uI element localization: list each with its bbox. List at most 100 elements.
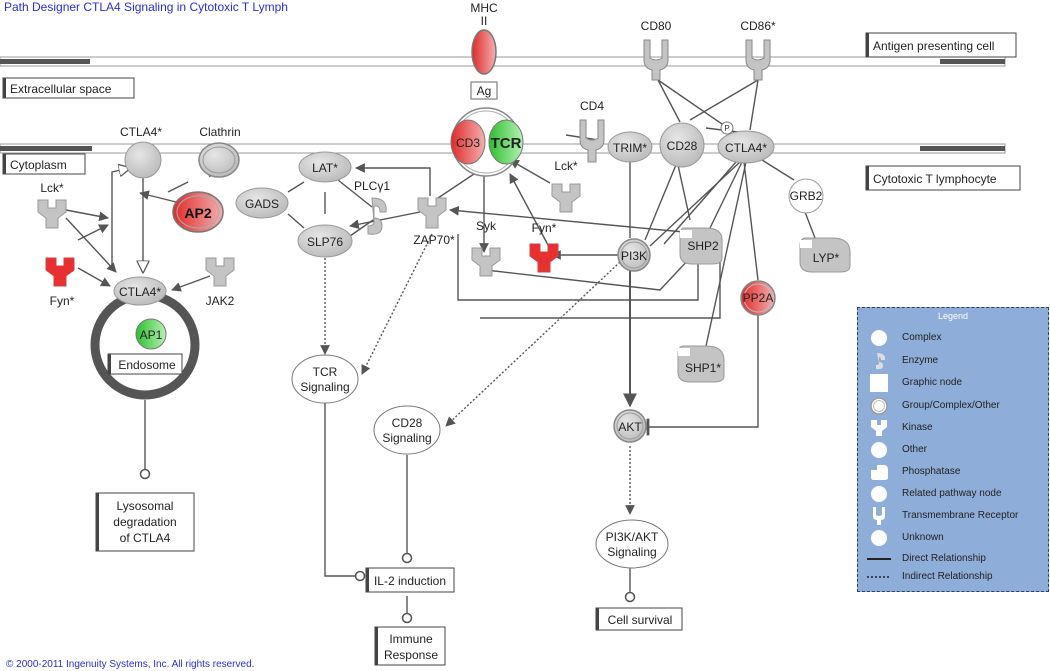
lat-node[interactable]: LAT*	[298, 151, 352, 183]
immune-response-box[interactable]: Immune Response	[374, 626, 446, 666]
edge-lck-ctla4top	[65, 209, 109, 222]
fyn-left-label: Fyn*	[50, 294, 75, 308]
cd28-node[interactable]: CD28	[659, 122, 705, 168]
lyp-phosphatase-icon[interactable]: LYP*	[799, 237, 851, 273]
legend-item: Transmembrane Receptor	[866, 506, 1046, 526]
cd3-tcr-complex[interactable]: CD3 TCR	[450, 107, 524, 177]
lck-left-kinase-icon[interactable]: Lck*	[37, 181, 67, 229]
zap70-kinase-icon[interactable]: ZAP70*	[413, 197, 455, 247]
shp2-phosphatase-icon[interactable]: SHP2	[679, 227, 723, 265]
edge-slp76-plcg1	[349, 217, 377, 237]
trim-node[interactable]: TRIM*	[607, 131, 653, 163]
legend-item-label: Transmembrane Receptor	[902, 510, 1019, 521]
cd28-signaling-node[interactable]: CD28 Signaling	[373, 405, 441, 455]
legend-item-label: Graphic node	[902, 377, 963, 388]
ap1-node[interactable]: AP1	[135, 318, 167, 350]
edge-cd80-cd28	[657, 79, 681, 123]
cd80-label: CD80	[641, 19, 672, 33]
cell-survival-label: Cell survival	[608, 613, 673, 627]
shp2-label: SHP2	[687, 239, 719, 253]
lyp-label: LYP*	[813, 251, 840, 265]
ag-node[interactable]: Ag	[470, 81, 498, 100]
mhc-ii-node[interactable]: MHC II	[470, 1, 498, 75]
edge-shp2-zap70	[449, 205, 685, 233]
edge-cd3-zap70	[437, 173, 475, 199]
cd4-label: CD4	[580, 99, 604, 113]
lck-left-label: Lck*	[40, 181, 64, 195]
gads-node[interactable]: GADS	[235, 187, 289, 219]
immune-label-2: Response	[384, 648, 438, 662]
fyn-mid-label: Fyn*	[532, 221, 557, 235]
lat-label: LAT*	[312, 161, 338, 175]
edge-cd28-pi3k	[644, 159, 679, 241]
edge-cd86-ctla4	[749, 79, 759, 131]
il2-induction-box[interactable]: IL-2 induction	[365, 567, 455, 593]
ctla4-membrane-node[interactable]: CTLA4*	[120, 125, 162, 179]
pi3k-node[interactable]: PI3K	[617, 238, 651, 272]
jak2-kinase-icon[interactable]: JAK2	[205, 257, 235, 308]
legend-title: Legend	[937, 311, 969, 321]
fyn-left-kinase-icon[interactable]: Fyn*	[45, 257, 75, 308]
kinase-icon	[866, 418, 892, 438]
dotted-line-icon	[866, 567, 892, 587]
p-badge: P	[724, 124, 729, 133]
cd28-sig-label-1: CD28	[392, 416, 423, 430]
pi3k-akt-signaling-node[interactable]: PI3K/AKT Signaling	[595, 519, 669, 569]
tcr-label: TCR	[491, 135, 522, 152]
ctl-label: Cytotoxic T lymphocyte	[873, 172, 997, 186]
circle-icon	[866, 440, 892, 460]
ctla4-right-node[interactable]: CTLA4* P	[717, 121, 775, 164]
slp76-label: SLP76	[307, 235, 343, 249]
legend-item-label: Phosphatase	[902, 466, 961, 477]
lysosomal-degradation-box[interactable]: Lysosomal degradation of CTLA4	[95, 492, 195, 552]
tcr-signaling-node[interactable]: TCR Signaling	[291, 354, 359, 404]
cell-survival-box[interactable]: Cell survival	[595, 607, 683, 631]
cd80-receptor-icon[interactable]: CD80	[641, 19, 672, 81]
legend-item: Complex	[866, 328, 1046, 348]
lck-mid-kinase-icon[interactable]: Lck*	[551, 159, 581, 213]
cd4-receptor-icon[interactable]: CD4	[579, 99, 605, 163]
syk-kinase-icon[interactable]: Syk	[471, 219, 501, 277]
fyn-mid-kinase-icon[interactable]: Fyn*	[529, 221, 559, 273]
copyright-text: © 2000-2011 Ingenuity Systems, Inc. All …	[6, 659, 255, 670]
solid-line-icon	[866, 549, 892, 569]
edge-ctla4-pp2a	[743, 161, 759, 281]
ctla4-right-label: CTLA4*	[725, 141, 767, 155]
legend-item: Phosphatase	[866, 462, 1046, 482]
ctl-label-box: Cytotoxic T lymphocyte	[865, 165, 1021, 191]
trim-label: TRIM*	[613, 141, 647, 155]
phosphatase-icon	[866, 462, 892, 482]
grb2-node[interactable]: GRB2	[788, 178, 824, 214]
lysosomal-label-2: degradation	[113, 515, 176, 529]
edge-ctla4-pi3k-2	[663, 161, 737, 245]
edge-zap70-slp76	[349, 211, 421, 230]
cd28-sig-label-2: Signaling	[382, 431, 431, 445]
edges	[65, 79, 816, 624]
page-title: Path Designer CTLA4 Signaling in Cytotox…	[4, 0, 288, 14]
pp2a-node[interactable]: PP2A	[740, 280, 776, 316]
legend-item: Group/Complex/Other	[866, 396, 1046, 416]
akt-label: AKT	[618, 420, 642, 434]
cd86-receptor-icon[interactable]: CD86*	[740, 19, 776, 81]
edge-pi3k-cd28sig	[445, 261, 621, 427]
square-icon	[866, 373, 892, 393]
akt-node[interactable]: AKT	[613, 409, 647, 443]
cd3-node	[450, 119, 486, 165]
edge-shp2-loop	[480, 262, 721, 319]
shp1-phosphatase-icon[interactable]: SHP1*	[677, 345, 725, 383]
slp76-node[interactable]: SLP76	[297, 224, 353, 258]
jak2-label: JAK2	[206, 294, 235, 308]
tcr-node	[488, 119, 524, 165]
clathrin-node[interactable]: Clathrin	[198, 125, 241, 178]
ap2-node[interactable]: AP2	[172, 191, 224, 233]
legend-item-label: Indirect Relationship	[902, 571, 993, 582]
edge-lat-plcg1	[337, 179, 373, 208]
pp2a-label: PP2A	[743, 291, 774, 305]
plcg1-enzyme-icon[interactable]: PLCγ1	[354, 179, 390, 235]
edge-ctla4-recycle	[111, 168, 130, 270]
legend-item-label: Unknown	[902, 532, 944, 543]
apc-label: Antigen presenting cell	[873, 39, 994, 53]
ctla4-endosome-node[interactable]: CTLA4*	[113, 276, 167, 306]
apc-label-box: Antigen presenting cell	[865, 32, 1017, 58]
